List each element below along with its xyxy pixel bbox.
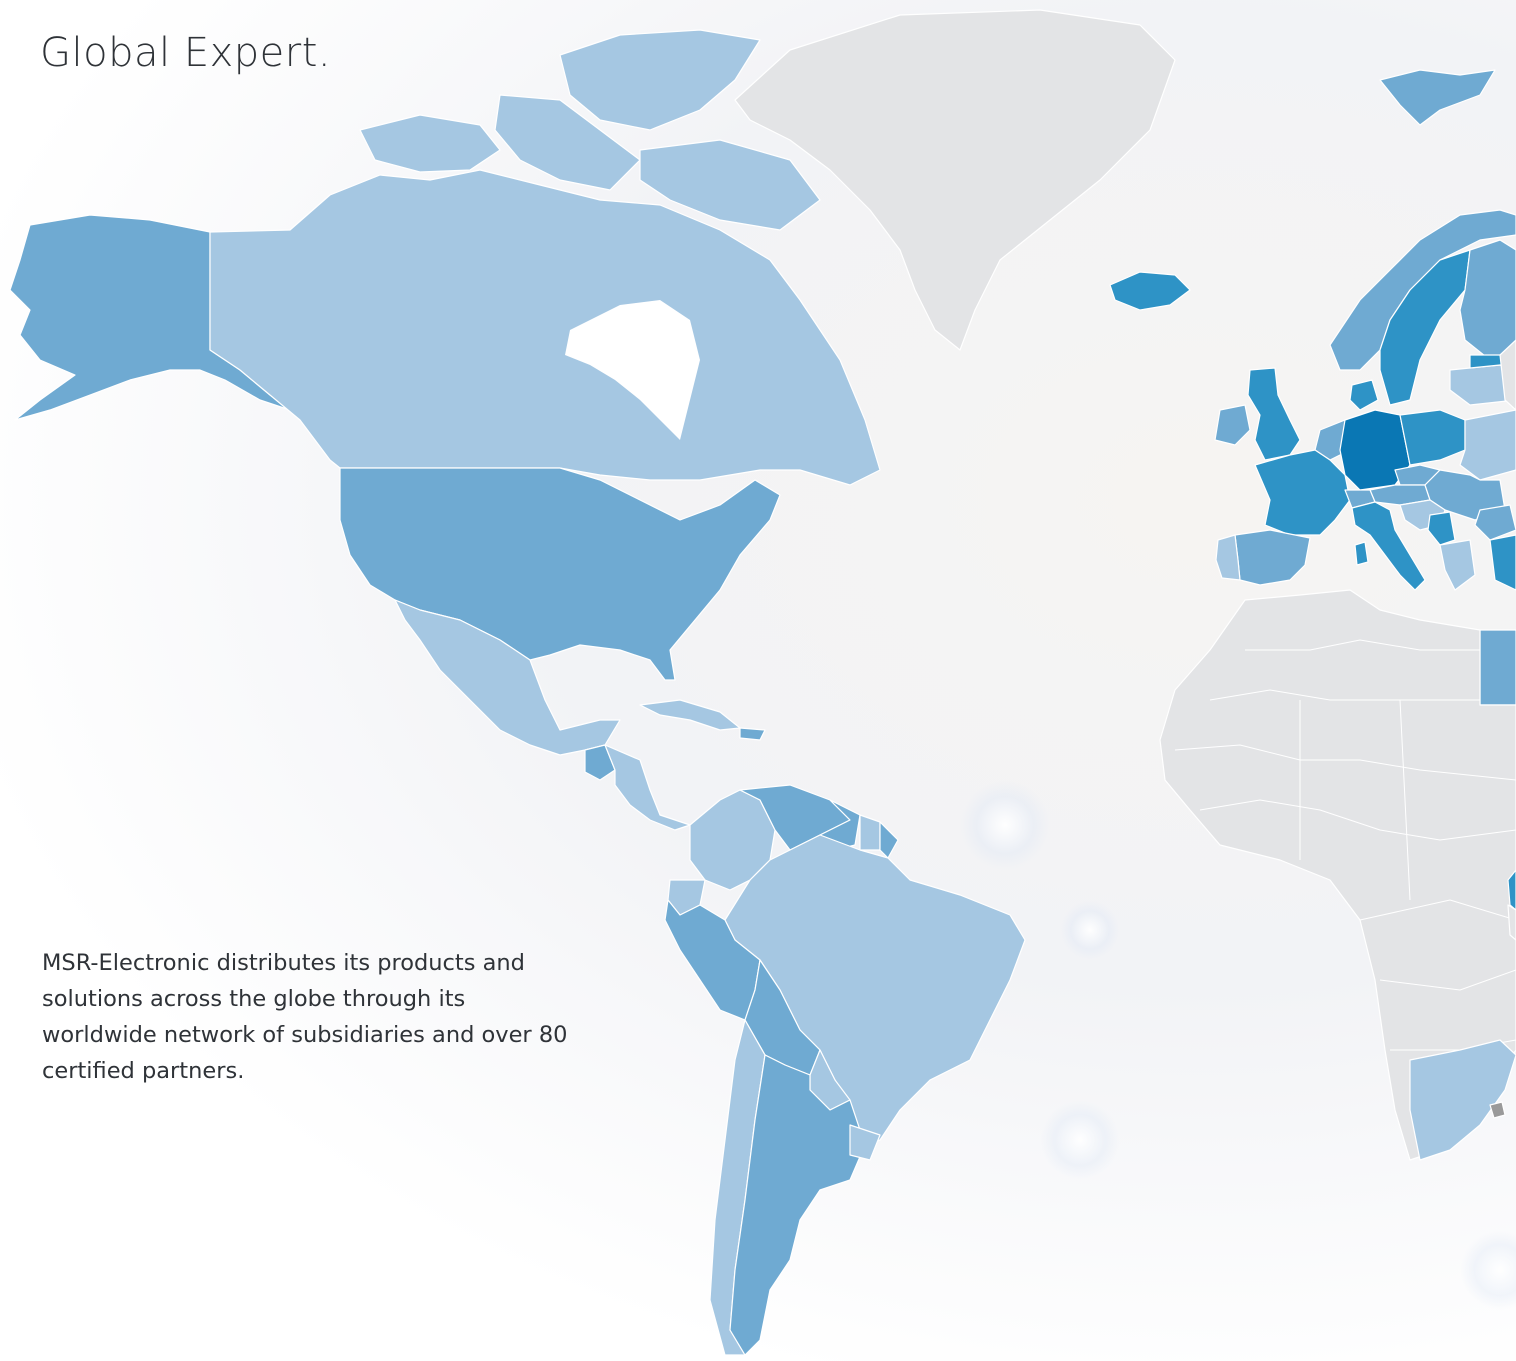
region-argentina[interactable]	[729, 1054, 866, 1356]
region-caribbean[interactable]	[739, 727, 766, 741]
region-caribbean[interactable]	[639, 699, 741, 731]
region-canada[interactable]	[209, 169, 881, 486]
region-french-guiana[interactable]	[879, 821, 899, 859]
region-finland[interactable]	[1459, 239, 1516, 361]
region-uruguay[interactable]	[849, 1124, 881, 1161]
region-suriname[interactable]	[859, 814, 881, 851]
region-ireland[interactable]	[1214, 404, 1251, 446]
region-italy[interactable]	[1351, 501, 1426, 591]
page-title: Global Expert.	[40, 30, 332, 76]
region-turkey[interactable]	[1489, 534, 1516, 591]
region-madagascar[interactable]	[1507, 869, 1516, 911]
region-central-america[interactable]	[604, 744, 691, 831]
region-norway[interactable]	[1329, 209, 1516, 371]
region-eastern-europe[interactable]	[1474, 504, 1516, 541]
region-canada-islands[interactable]	[639, 139, 821, 231]
region-canada-islands[interactable]	[494, 94, 641, 191]
page-description: MSR-Electronic distributes its products …	[42, 950, 568, 1084]
region-iceland[interactable]	[1109, 271, 1191, 311]
region-eastern-europe[interactable]	[1459, 409, 1516, 481]
hudson-bay	[565, 300, 700, 440]
region-spain[interactable]	[1234, 529, 1311, 586]
light-glow	[1460, 1230, 1516, 1310]
region-balkans[interactable]	[1439, 539, 1476, 591]
region-canada-islands[interactable]	[559, 29, 761, 131]
region-central-america[interactable]	[584, 744, 616, 781]
light-glow	[1060, 900, 1120, 960]
region-canada-islands[interactable]	[359, 114, 501, 173]
region-lesotho[interactable]	[1489, 1101, 1506, 1119]
region-madagascar[interactable]	[1507, 904, 1516, 941]
light-glow	[960, 780, 1050, 870]
region-poland[interactable]	[1399, 409, 1466, 466]
region-africa[interactable]	[1159, 589, 1516, 1161]
region-sardinia[interactable]	[1354, 541, 1369, 566]
region-svalbard[interactable]	[1379, 69, 1496, 126]
region-balkans[interactable]	[1427, 511, 1456, 546]
region-france[interactable]	[1254, 449, 1351, 536]
region-south-africa[interactable]	[1409, 1039, 1516, 1161]
region-denmark[interactable]	[1349, 379, 1379, 411]
light-glow	[1040, 1100, 1120, 1180]
region-russia[interactable]	[1499, 339, 1516, 411]
region-sweden[interactable]	[1379, 249, 1471, 406]
region-greenland[interactable]	[734, 9, 1176, 351]
region-usa[interactable]	[339, 467, 781, 681]
region-uk[interactable]	[1247, 367, 1301, 461]
region-egypt[interactable]	[1479, 629, 1516, 706]
region-portugal[interactable]	[1215, 534, 1241, 581]
